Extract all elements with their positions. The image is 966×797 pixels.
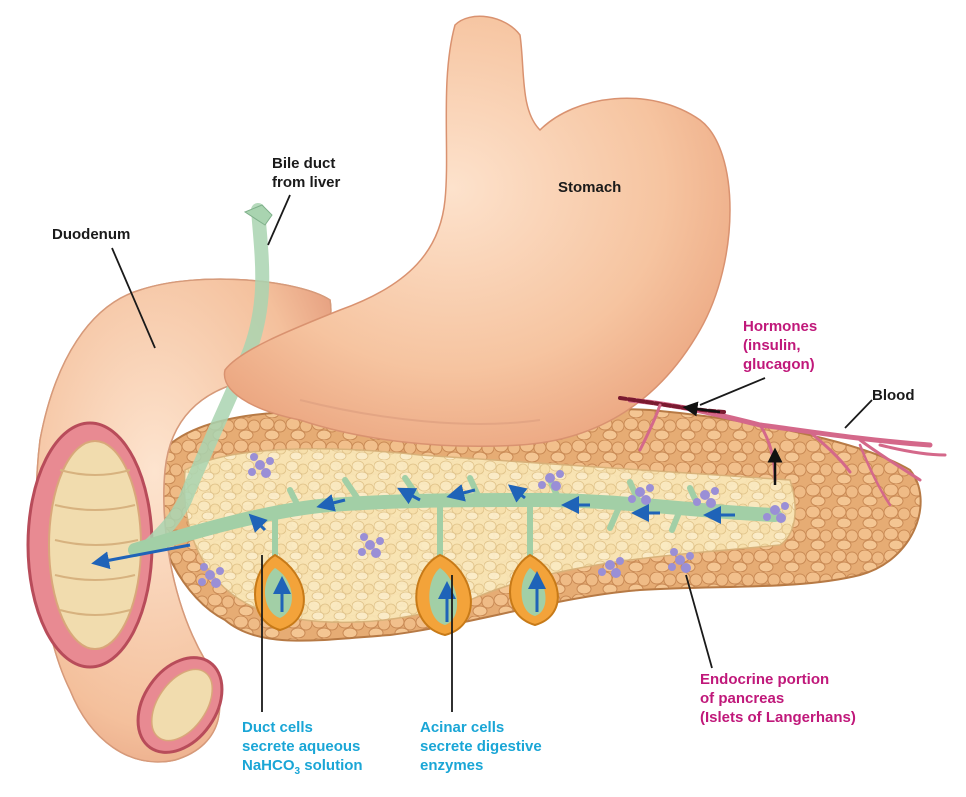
islets-of-langerhans <box>198 453 789 588</box>
duodenum-lower-lumen <box>151 668 213 742</box>
acinar-cells-label-line3: enzymes <box>420 757 484 774</box>
leader-bile-duct <box>267 194 291 246</box>
stomach-label: Stomach <box>558 179 622 196</box>
duct-cells-label-line2: secrete aqueous <box>242 738 361 755</box>
leader-lines <box>111 194 873 712</box>
formula-rest: solution <box>300 757 363 774</box>
duct-cells-label: Duct cells secrete aqueous NaHCO3 soluti… <box>242 718 363 777</box>
duct-cells-label-line1: Duct cells <box>242 719 313 736</box>
hormone-flow-arrows <box>682 401 783 485</box>
formula-base: NaHCO <box>242 757 295 774</box>
leader-blood <box>844 399 873 429</box>
endocrine-label: Endocrine portion of pancreas (Islets of… <box>700 670 856 727</box>
bile-duct-label: Bile duct from liver <box>272 154 340 192</box>
duct-cells-label-line3: NaHCO3 solution <box>242 756 363 777</box>
acinar-cells-label: Acinar cells secrete digestive enzymes <box>420 718 542 775</box>
endocrine-label-line1: Endocrine portion <box>700 671 830 688</box>
bile-duct-label-line1: Bile duct <box>272 155 336 172</box>
bile-duct <box>143 203 270 552</box>
duodenal-folds <box>54 469 139 616</box>
hormones-label-line3: glucagon) <box>743 356 815 373</box>
stomach <box>223 15 731 447</box>
endocrine-label-line2: of pancreas <box>700 690 785 707</box>
leader-duodenum <box>111 247 156 349</box>
hormones-label-line1: Hormones <box>743 318 818 335</box>
acinar-cells-label-line2: secrete digestive <box>420 738 542 755</box>
stomach-curvature <box>299 399 541 425</box>
duodenum-label: Duodenum <box>52 226 131 243</box>
blood-label: Blood <box>872 387 915 404</box>
bile-duct-cut-end <box>243 204 273 226</box>
hormones-label-line2: (insulin, <box>743 337 801 354</box>
secretion-flow-arrows <box>91 484 735 622</box>
formula-subscript: 3 <box>294 766 301 777</box>
hormones-label: Hormones (insulin, glucagon) <box>743 317 817 374</box>
endocrine-label-line3: (Islets of Langerhans) <box>700 709 856 726</box>
bile-duct-label-line2: from liver <box>272 174 341 191</box>
leader-endocrine <box>685 574 713 669</box>
leader-hormones <box>699 377 766 406</box>
acinar-cells-label-line1: Acinar cells <box>420 719 505 736</box>
